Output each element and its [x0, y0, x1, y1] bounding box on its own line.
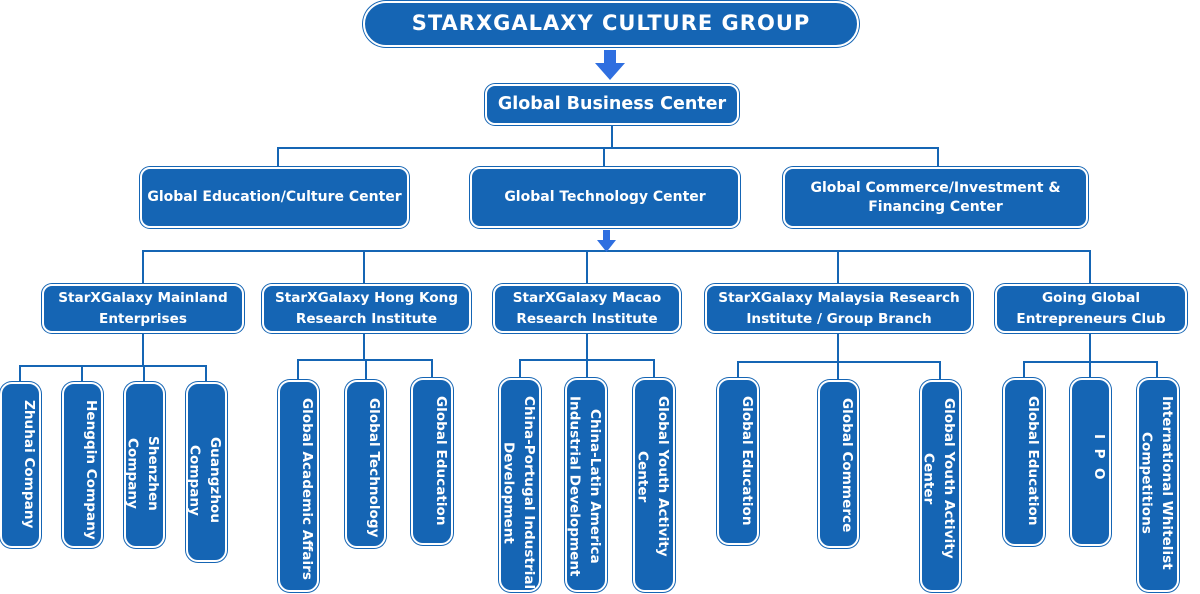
business-center-box: Global Business Center: [485, 84, 739, 125]
macao-youth-activity-center-box: Global Youth Activity Center: [633, 378, 675, 592]
down-arrow-icon: [595, 50, 625, 80]
china-portugal-development-box: China-Portugal Industrial Development: [499, 378, 541, 592]
technology-center-box: Global Technology Center: [470, 167, 740, 228]
club-ipo-box: IPO: [1070, 378, 1111, 546]
hk-global-technology-box: Global Technology: [345, 380, 386, 548]
education-culture-center-box: Global Education/Culture Center: [140, 167, 409, 228]
commerce-investment-center-box: Global Commerce/Investment & Financing C…: [783, 167, 1088, 228]
mainland-enterprises-box: StarXGalaxy Mainland Enterprises: [42, 284, 244, 333]
hk-global-academic-affairs-box: Global Academic Affairs: [278, 380, 319, 592]
shenzhen-company-box: Shenzhen Company: [124, 382, 165, 548]
club-global-education-box: Global Education: [1003, 378, 1045, 546]
entrepreneurs-club-box: Going Global Entrepreneurs Club: [995, 284, 1187, 333]
hong-kong-institute-box: StarXGalaxy Hong Kong Research Institute: [262, 284, 471, 333]
international-whitelist-competitions-box: International Whitelist Competitions: [1137, 378, 1179, 592]
malaysia-youth-activity-center-box: Global Youth Activity Center: [920, 380, 961, 592]
malaysia-institute-box: StarXGalaxy Malaysia Research Institute …: [705, 284, 973, 333]
china-latin-america-development-box: China-Latin America Industrial Developme…: [565, 378, 607, 592]
macao-institute-box: StarXGalaxy Macao Research Institute: [493, 284, 681, 333]
hengqin-company-box: Hengqin Company: [62, 382, 103, 548]
zhuhai-company-box: Zhuhai Company: [0, 382, 41, 548]
guangzhou-company-box: Guangzhou Company: [186, 382, 227, 562]
malaysia-global-commerce-box: Global Commerce: [818, 380, 859, 548]
hk-global-education-box: Global Education: [411, 378, 453, 545]
down-arrow-icon: [597, 230, 616, 252]
group-title: STARXGALAXY CULTURE GROUP: [363, 1, 859, 47]
malaysia-global-education-box: Global Education: [717, 378, 759, 545]
